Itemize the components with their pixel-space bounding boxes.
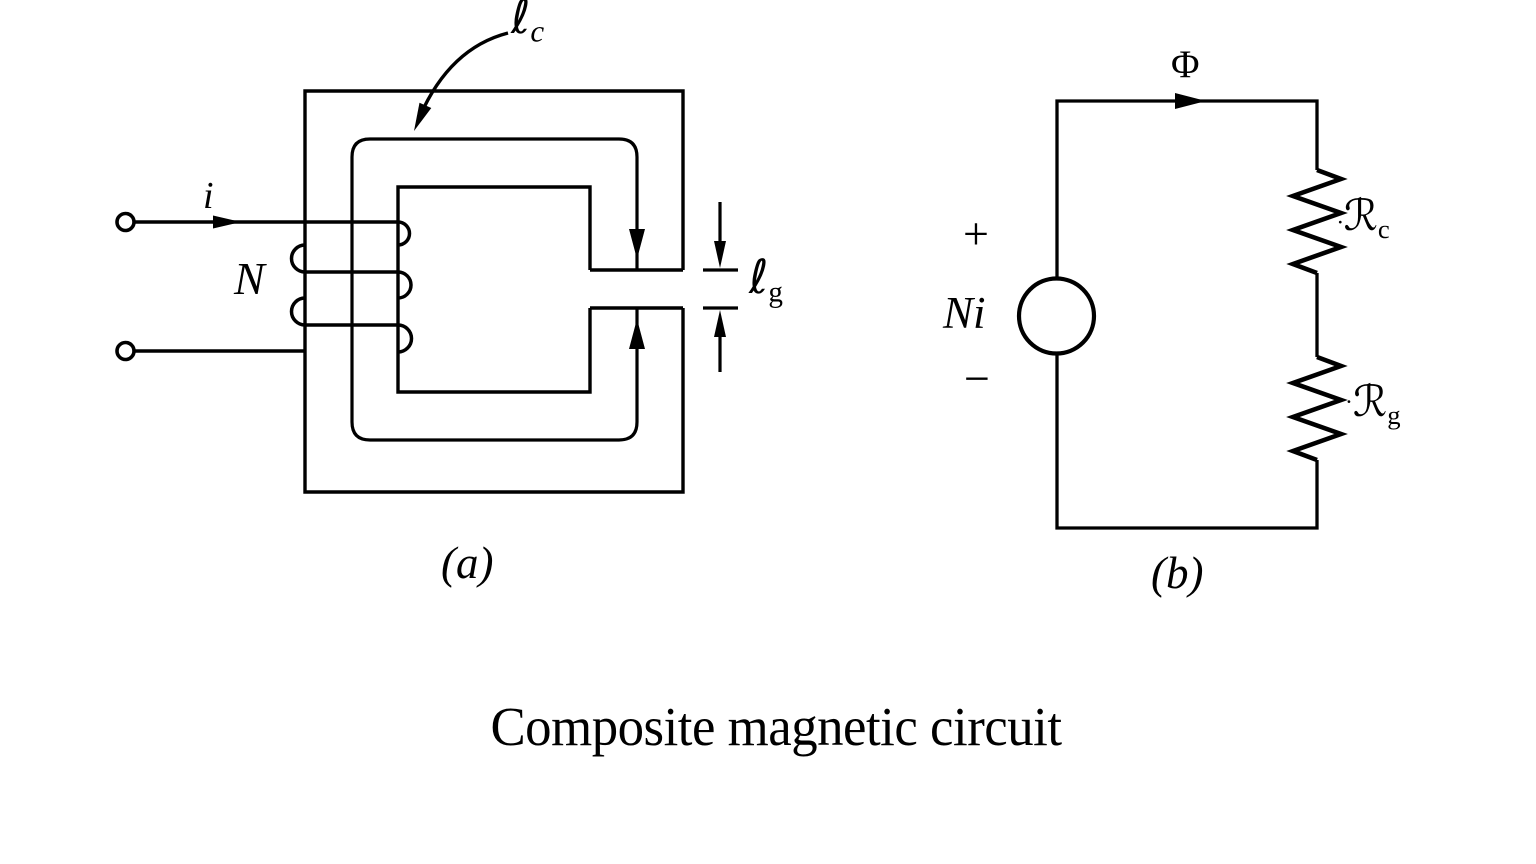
current-direction-arrow [213,215,241,229]
reluctance-circuit-panel [1016,93,1348,530]
gap-reluctance-flourish: · [1345,389,1353,416]
core-length-subscript: c [530,13,545,49]
panel-a-tag: (a) [441,538,494,588]
mmf-source-label: Ni [943,288,986,338]
gap-length-label: ℓg [749,254,783,308]
gap-reluctance-label: ·ℛg [1345,381,1401,429]
core-reluctance-flourish: : [1337,203,1344,230]
core-reluctance-label: :ℛc [1337,195,1390,243]
coil-winding [134,220,414,354]
lc-pointer-curve [418,31,509,117]
figure-caption: Composite magnetic circuit [490,696,1062,757]
terminal-top [115,211,136,233]
resistor-core-reluctance [1286,167,1348,276]
lc-pointer-arrowhead [414,102,432,131]
gap-dimension-arrow-down [714,241,726,268]
terminal-bottom [115,340,136,362]
core-window-outline [396,185,592,394]
flux-direction-arrow-down [629,229,645,259]
gap-reluctance-symbol: ℛ [1352,377,1388,427]
flux-direction-arrow-up [629,319,645,349]
flux-arrow [1175,93,1206,109]
magnetic-core-panel [115,31,738,494]
turns-label: N [234,253,265,304]
gap-length-symbol: ℓ [749,250,769,305]
resistor-gap-reluctance [1286,354,1348,463]
gap-length-subscript: g [768,276,783,309]
core-outer-outline [303,89,685,494]
gap-reluctance-subscript: g [1387,399,1401,430]
core-reluctance-subscript: c [1377,213,1390,244]
mmf-source [1016,276,1097,356]
gap-dimension-arrow-up [714,310,726,337]
core-length-label: ℓc [511,0,544,47]
mmf-minus-sign: − [964,353,990,404]
mmf-plus-sign: + [963,208,989,259]
core-length-symbol: ℓ [511,0,531,45]
panel-b-tag: (b) [1151,548,1204,598]
flux-label: Φ [1171,43,1200,86]
current-label: i [203,175,214,217]
flux-path [350,137,639,442]
gap-dimension-lines [703,202,738,372]
core-reluctance-symbol: ℛ [1343,191,1378,241]
